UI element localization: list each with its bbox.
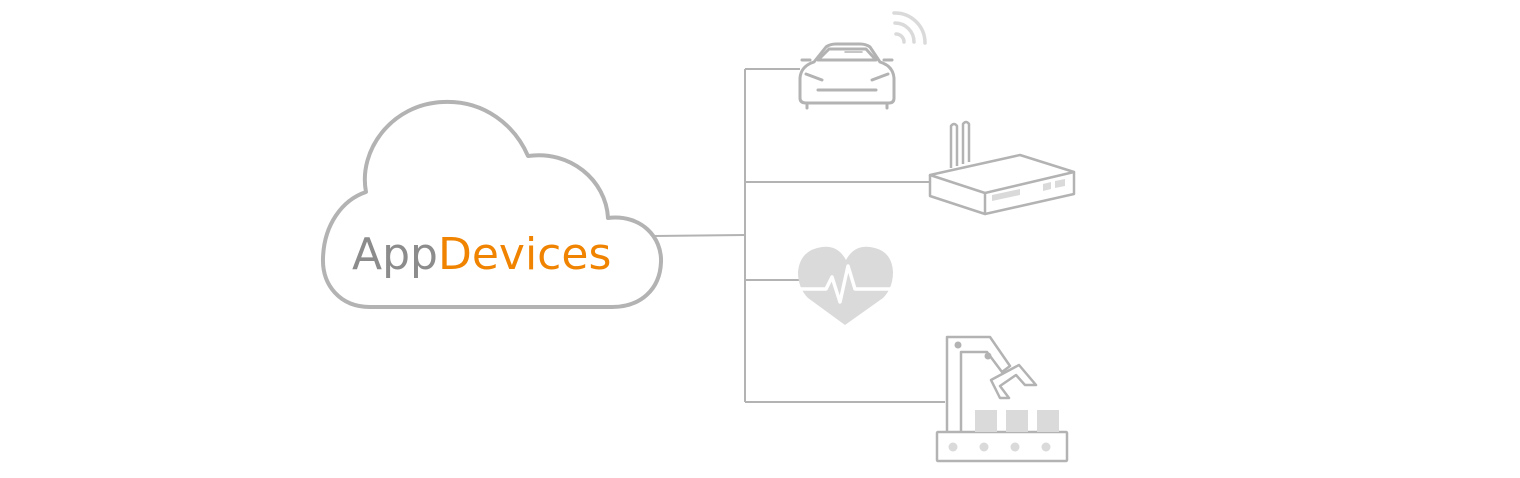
car-headlight-left — [804, 72, 824, 82]
router-antenna-right — [961, 120, 971, 164]
car-body — [798, 42, 896, 105]
heart-rate-icon — [796, 246, 895, 325]
hub-connector — [653, 234, 746, 237]
brand-name: AppDevices — [352, 229, 611, 280]
connected-car-icon — [798, 11, 927, 110]
router-antenna-left — [949, 122, 959, 168]
conveyor-boxes — [975, 410, 1059, 432]
cloud-icon: AppDevices — [320, 99, 664, 309]
robot-arm-conveyor-icon — [935, 335, 1069, 463]
wifi-signal-icon — [892, 11, 927, 45]
robot-joints — [954, 341, 992, 360]
router-icon — [928, 120, 1076, 216]
brand-name-app: App — [352, 229, 438, 280]
router-lights — [992, 179, 1065, 201]
conveyor-rollers — [948, 442, 1051, 452]
brand-name-devices: Devices — [438, 229, 611, 280]
car-windshield — [816, 47, 878, 62]
robot-gripper — [989, 363, 1038, 400]
cloud-outline — [320, 99, 664, 309]
router-front — [928, 175, 987, 216]
car-headlight-right — [870, 72, 890, 82]
conveyor-belt — [935, 430, 1069, 463]
pulse-line — [796, 264, 895, 304]
heart-shape — [798, 246, 893, 325]
router-side — [984, 172, 1076, 216]
robot-arm-frame — [945, 335, 1012, 432]
connector-lines — [653, 68, 945, 403]
